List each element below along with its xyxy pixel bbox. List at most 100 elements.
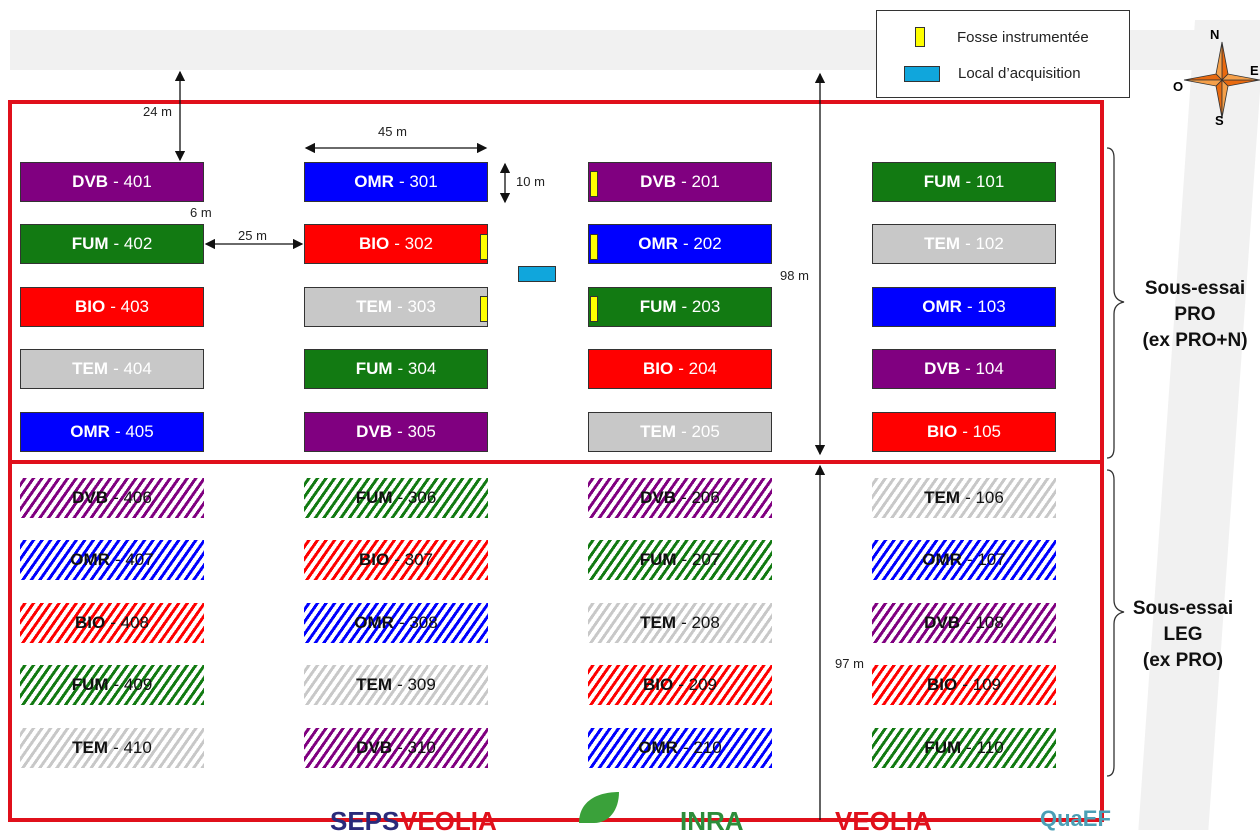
plot-number: - 105 [962, 422, 1001, 441]
plot-tem: TEM- 208 [588, 603, 772, 643]
plot-treatment: DVB [640, 488, 677, 507]
plot-omr: OMR- 308 [304, 603, 488, 643]
plot-treatment: TEM [924, 234, 961, 253]
plot-treatment: OMR [70, 422, 110, 441]
plot-tem: TEM- 303 [304, 287, 488, 327]
legend-fosse-label: Fosse instrumentée [957, 28, 1089, 46]
plot-number: - 302 [394, 234, 433, 253]
dim-24m: 24 m [143, 104, 172, 119]
plot-number: - 309 [397, 675, 436, 694]
legend-local-label: Local d’acquisition [958, 65, 1081, 82]
plot-dvb: DVB- 310 [304, 728, 488, 768]
plot-number: - 405 [114, 422, 154, 441]
plot-number: - 303 [397, 297, 436, 316]
plot-omr: OMR- 202 [588, 224, 772, 264]
logo-veolia-1: VEOLIA [400, 806, 497, 836]
plot-number: - 404 [113, 359, 152, 378]
dim-97m: 97 m [835, 656, 864, 671]
plot-number: - 305 [397, 422, 436, 441]
section-pro-line1: Sous-essai [1144, 278, 1246, 299]
plot-number: - 104 [965, 359, 1004, 378]
plot-bio: BIO- 403 [20, 287, 204, 327]
plot-treatment: FUM [355, 488, 393, 507]
plot-treatment: TEM [72, 738, 109, 757]
plot-dvb: DVB- 206 [588, 478, 772, 518]
plot-number: - 108 [965, 613, 1004, 632]
plot-treatment: BIO [359, 234, 390, 253]
plot-number: - 304 [397, 359, 437, 378]
fosse-marker [480, 234, 488, 260]
plot-omr: OMR- 301 [304, 162, 488, 202]
plot-number: - 102 [965, 234, 1004, 253]
plot-dvb: DVB- 305 [304, 412, 488, 452]
plot-treatment: BIO [927, 422, 958, 441]
compass-o: O [1173, 79, 1183, 94]
plot-dvb: DVB- 401 [20, 162, 204, 202]
plot-treatment: TEM [640, 422, 677, 441]
plot-number: - 107 [966, 550, 1006, 569]
section-pro-line2: PRO [1174, 304, 1216, 325]
plot-number: - 310 [397, 738, 436, 757]
plot-treatment: BIO [75, 297, 106, 316]
plot-treatment: TEM [640, 613, 677, 632]
plot-fum: FUM- 402 [20, 224, 204, 264]
plot-fum: FUM- 304 [304, 349, 488, 389]
plot-fum: FUM- 207 [588, 540, 772, 580]
plot-treatment: OMR [354, 172, 394, 191]
plot-number: - 401 [113, 172, 152, 191]
plot-treatment: FUM [71, 234, 109, 253]
plot-number: - 301 [398, 172, 438, 191]
plot-treatment: OMR [922, 550, 962, 569]
plot-treatment: FUM [355, 359, 393, 378]
plot-number: - 202 [682, 234, 722, 253]
plot-number: - 103 [966, 297, 1006, 316]
plot-bio: BIO- 408 [20, 603, 204, 643]
plot-treatment: TEM [924, 488, 961, 507]
plot-treatment: DVB [640, 172, 677, 191]
dim-98m: 98 m [780, 268, 809, 283]
dim-25m: 25 m [238, 228, 267, 243]
plot-treatment: TEM [356, 675, 393, 694]
plot-treatment: OMR [922, 297, 962, 316]
plot-number: - 208 [681, 613, 720, 632]
plot-bio: BIO- 105 [872, 412, 1056, 452]
plot-tem: TEM- 102 [872, 224, 1056, 264]
plot-number: - 308 [398, 613, 438, 632]
plot-bio: BIO- 204 [588, 349, 772, 389]
logo-veolia-2: VEOLIA [835, 806, 932, 836]
plot-bio: BIO- 209 [588, 665, 772, 705]
logo-seps: SEPS [330, 806, 400, 836]
plot-number: - 203 [681, 297, 721, 316]
plot-number: - 204 [678, 359, 717, 378]
plot-bio: BIO- 302 [304, 224, 488, 264]
section-leg-line3: (ex PRO) [1142, 650, 1224, 671]
section-leg-line2: LEG [1163, 624, 1203, 645]
plot-treatment: BIO [927, 675, 958, 694]
plot-treatment: DVB [72, 172, 109, 191]
plot-number: - 106 [965, 488, 1004, 507]
plot-omr: OMR- 103 [872, 287, 1056, 327]
plot-number: - 101 [965, 172, 1005, 191]
plot-tem: TEM- 106 [872, 478, 1056, 518]
section-label-leg: Sous-essai LEG (ex PRO) [1118, 596, 1248, 674]
plot-treatment: DVB [924, 613, 961, 632]
plot-tem: TEM- 410 [20, 728, 204, 768]
compass-icon: N E O S [1173, 27, 1260, 125]
dim-45m: 45 m [378, 124, 407, 139]
compass-n: N [1210, 27, 1219, 42]
fosse-marker [590, 171, 598, 197]
plot-number: - 210 [682, 738, 722, 757]
plot-treatment: OMR [354, 613, 394, 632]
plot-fum: FUM- 110 [872, 728, 1056, 768]
section-label-pro: Sous-essai PRO (ex PRO+N) [1130, 276, 1260, 354]
plot-treatment: DVB [356, 738, 393, 757]
plot-treatment: OMR [70, 550, 110, 569]
fosse-marker [590, 296, 598, 322]
plot-dvb: DVB- 104 [872, 349, 1056, 389]
plot-treatment: OMR [638, 234, 678, 253]
plot-treatment: FUM [639, 550, 677, 569]
plot-number: - 201 [681, 172, 720, 191]
plot-fum: FUM- 101 [872, 162, 1056, 202]
plot-number: - 206 [681, 488, 720, 507]
